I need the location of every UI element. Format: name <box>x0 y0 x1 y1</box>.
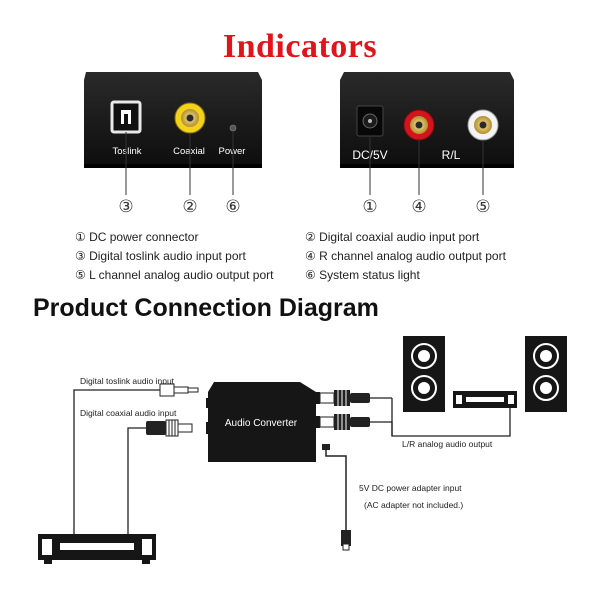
callout-1: ① <box>362 197 377 216</box>
rca-white-icon <box>467 109 499 141</box>
lr-output-label: L/R analog audio output <box>402 439 493 449</box>
rca-output-connectors: L/R analog audio output <box>319 390 511 449</box>
amplifier-icon <box>453 391 517 408</box>
rl-label: R/L <box>442 148 461 162</box>
power-label: Power <box>219 146 246 157</box>
source-player-icon <box>38 534 156 564</box>
coaxial-label: Coaxial <box>173 146 205 157</box>
callout-3: ③ <box>118 197 133 216</box>
legend-r-output: ④ R channel analog audio output port <box>305 249 506 263</box>
legend-toslink-input: ③ Digital toslink audio input port <box>75 249 246 263</box>
callout-2: ② <box>182 197 197 216</box>
legend-l-output: ⑤ L channel analog audio output port <box>75 268 274 282</box>
toslink-port-icon <box>110 100 142 134</box>
converter-label: Audio Converter <box>225 418 298 429</box>
connection-diagram-title: Product Connection Diagram <box>33 294 379 322</box>
left-speaker-icon <box>403 336 445 412</box>
coaxial-cable: Digital coaxial audio input <box>80 408 193 534</box>
front-panel: Toslink Coaxial Power <box>84 72 262 168</box>
callout-4: ④ <box>411 197 426 216</box>
power-input-label: 5V DC power adapter input <box>359 483 462 493</box>
toslink-cable: Digital toslink audio input <box>73 376 199 534</box>
coaxial-port-icon <box>174 102 206 134</box>
coaxial-input-label: Digital coaxial audio input <box>80 408 177 418</box>
callout-5: ⑤ <box>475 197 490 216</box>
legend-dc-power: ① DC power connector <box>75 230 199 244</box>
rear-panel: DC/5V R/L <box>340 72 514 168</box>
adapter-note-label: (AC adapter not included.) <box>364 500 463 510</box>
dc-jack-icon <box>356 105 384 137</box>
legend-coaxial-input: ② Digital coaxial audio input port <box>305 230 480 244</box>
indicators-title: Indicators <box>222 28 378 65</box>
right-speaker-icon <box>525 336 567 412</box>
toslink-input-label: Digital toslink audio input <box>80 376 175 386</box>
toslink-label: Toslink <box>112 146 141 157</box>
legend-status-light: ⑥ System status light <box>305 268 420 282</box>
audio-converter-box: Audio Converter <box>206 382 320 462</box>
callout-6: ⑥ <box>225 197 240 216</box>
power-cable: 5V DC power adapter input (AC adapter no… <box>322 444 463 551</box>
power-led-icon <box>229 124 237 132</box>
rca-red-icon <box>403 109 435 141</box>
